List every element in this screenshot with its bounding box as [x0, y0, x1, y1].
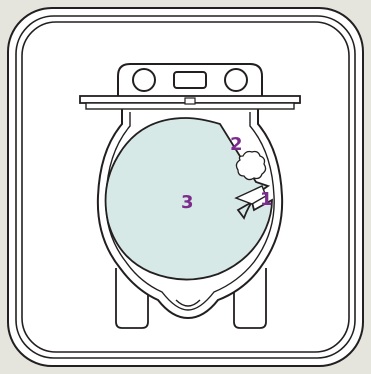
bracket-hole-left	[132, 68, 156, 92]
callout-1: 1	[260, 189, 273, 210]
bracket-slot-center	[173, 71, 207, 89]
pointer-arrow	[234, 185, 267, 205]
bracket-hole-right	[224, 68, 248, 92]
callout-3: 3	[181, 192, 194, 213]
flower-part	[235, 150, 267, 181]
chamber-area	[104, 117, 273, 281]
flower-outline	[235, 150, 267, 181]
housing-inner-outline	[21, 21, 350, 353]
chamber	[104, 117, 273, 281]
left-leg	[115, 268, 149, 329]
housing-middle-outline	[15, 15, 356, 359]
bracket-center-tick	[184, 97, 196, 105]
right-leg	[233, 268, 267, 329]
callout-2: 2	[230, 134, 243, 155]
pump-bottom-notch	[175, 299, 201, 307]
top-bracket	[79, 63, 301, 110]
device-legs	[115, 268, 267, 329]
